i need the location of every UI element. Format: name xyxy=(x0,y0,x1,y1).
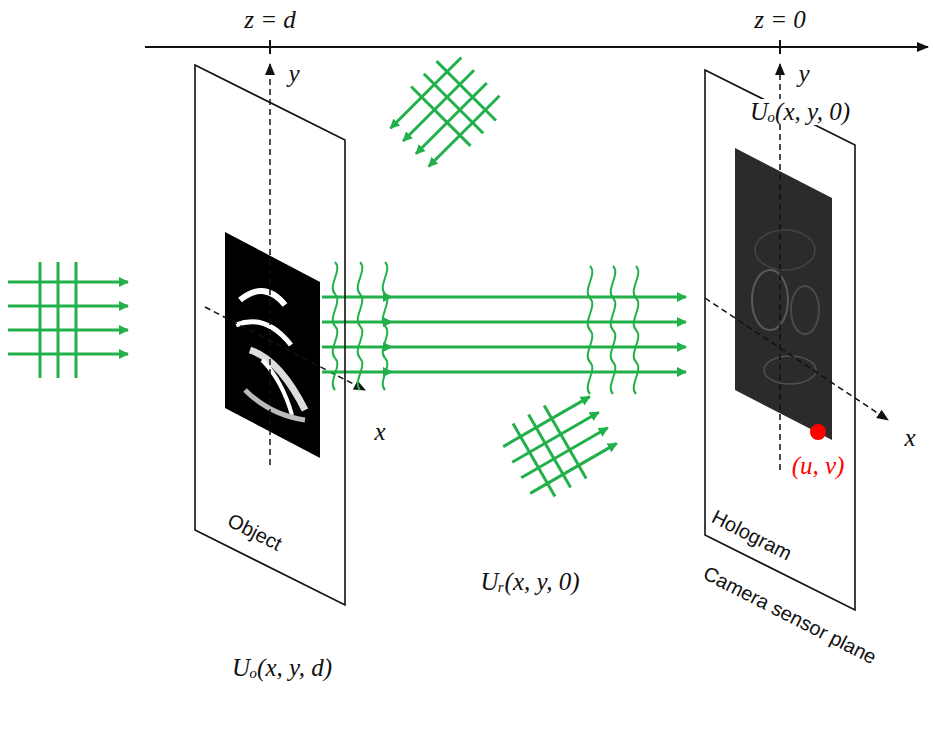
object-wave xyxy=(634,266,639,394)
reference-wave xyxy=(530,443,617,493)
object-image xyxy=(225,232,320,458)
plane-name: Hologram xyxy=(709,506,795,563)
scattered-wave xyxy=(391,58,500,167)
hologram-image xyxy=(752,270,788,330)
illumination-wave xyxy=(57,262,60,378)
z-axis xyxy=(145,46,928,48)
z-axis xyxy=(779,40,781,54)
object-wave xyxy=(322,262,686,394)
reference-wave xyxy=(529,415,571,488)
pixel-marker xyxy=(810,424,826,440)
z-axis xyxy=(145,40,928,54)
z-axis xyxy=(269,40,271,54)
object-wave xyxy=(392,296,686,299)
plane-outline xyxy=(705,70,855,610)
hologram-axes xyxy=(705,298,888,420)
object-wave xyxy=(333,262,338,390)
illumination-wave xyxy=(8,262,128,378)
illumination-wave xyxy=(75,262,78,378)
hologram-image xyxy=(735,148,832,440)
object-wave xyxy=(611,266,616,394)
reference-wave xyxy=(544,406,586,479)
plane-outline xyxy=(195,65,345,605)
field-label: Uᵣ(x, y, 0) xyxy=(477,569,582,595)
axis-label: y xyxy=(795,61,812,87)
field-label: Uₒ(x, y, d) xyxy=(229,655,335,681)
scattered-wave xyxy=(429,96,500,167)
reference-wave xyxy=(521,428,608,478)
illumination-wave xyxy=(8,281,128,284)
hologram-image xyxy=(755,230,815,270)
illumination-wave xyxy=(8,353,128,356)
scattered-wave xyxy=(437,61,496,120)
object-wave xyxy=(322,296,392,299)
hologram-image xyxy=(735,148,832,440)
object-axes xyxy=(205,64,365,465)
scattered-wave xyxy=(411,87,470,146)
object-wave xyxy=(383,262,388,390)
illumination-wave xyxy=(39,262,42,378)
object-wave xyxy=(392,371,686,374)
plane-name: Object xyxy=(225,510,286,554)
object-wave xyxy=(588,266,593,394)
object-image xyxy=(236,322,291,345)
hologram-axes xyxy=(705,64,888,470)
pixel-coordinate: (u, v) xyxy=(789,453,848,479)
object-axes xyxy=(269,64,271,465)
object-image xyxy=(245,390,305,420)
object-wave xyxy=(392,321,686,324)
object-image xyxy=(225,232,320,458)
reference-wave xyxy=(513,424,555,497)
object-wave xyxy=(322,371,392,374)
reference-wave xyxy=(512,412,599,462)
field-label: Uₒ(x, y, 0) xyxy=(747,99,853,125)
object-plane: Object xyxy=(195,65,345,605)
object-wave xyxy=(358,262,363,390)
reference-wave xyxy=(503,397,617,497)
hologram-plane: HologramCamera sensor plane xyxy=(705,70,855,610)
axis-label: x xyxy=(901,425,918,451)
axis-label: y xyxy=(285,61,302,87)
plane-outline xyxy=(195,65,345,605)
reference-wave xyxy=(503,397,590,447)
axis-tick-label: z = 0 xyxy=(751,7,809,33)
hologram-image xyxy=(764,356,816,384)
object-wave xyxy=(392,346,686,349)
axis-label: x xyxy=(371,419,388,445)
hologram-image xyxy=(791,286,819,334)
axis-tick-label: z = d xyxy=(241,7,299,33)
object-image xyxy=(240,291,285,305)
illumination-wave xyxy=(8,329,128,332)
illumination-wave xyxy=(8,305,128,308)
scattered-wave xyxy=(424,74,483,133)
